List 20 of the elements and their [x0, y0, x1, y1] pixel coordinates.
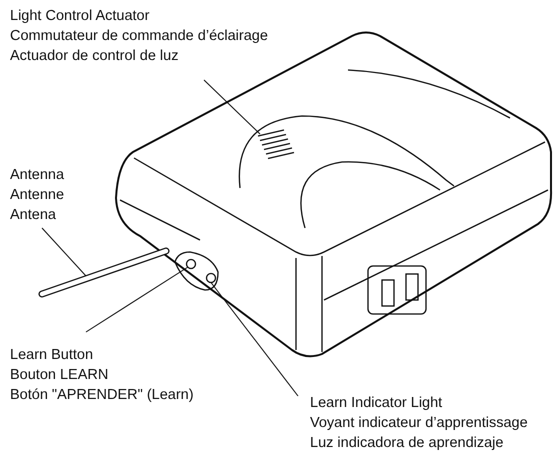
part-label: Bouton LEARN [10, 366, 108, 385]
part-label: Learn Indicator Light [310, 394, 442, 413]
part-label: Botón "APRENDER" (Learn) [10, 386, 194, 405]
vent-grille [258, 129, 294, 160]
part-label: Learn Button [10, 346, 94, 365]
part-label: Luz indicadora de aprendizaje [310, 434, 504, 453]
learn-button [186, 258, 196, 270]
part-label: Commutateur de commande d’éclairage [10, 27, 268, 46]
part-label: Antenne [10, 186, 64, 205]
part-label: Light Control Actuator [10, 7, 150, 26]
part-label: Actuador de control de luz [10, 47, 178, 66]
leader-line [204, 80, 260, 134]
part-label: Antenna [10, 166, 64, 185]
leader-line [86, 266, 188, 332]
indicator-light [206, 272, 216, 284]
leader-line [210, 282, 298, 396]
antenna-cable [38, 248, 170, 298]
leader-line [42, 228, 86, 276]
part-label: Antena [10, 206, 56, 225]
part-label: Voyant indicateur d’apprentissage [310, 414, 528, 433]
